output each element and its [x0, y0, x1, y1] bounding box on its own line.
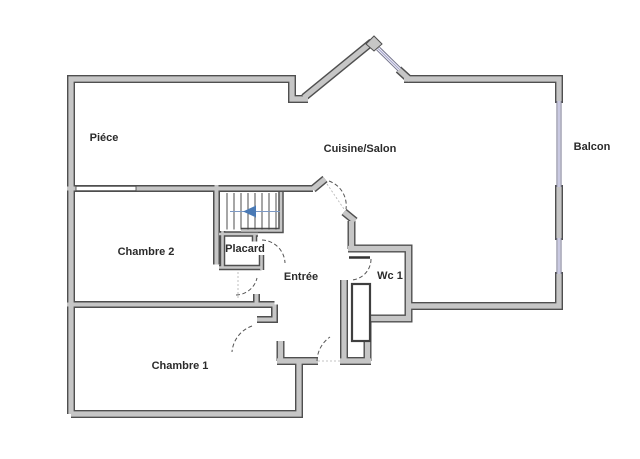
- room-label-cuisine-salon: Cuisine/Salon: [324, 143, 397, 155]
- room-label-placard: Placard: [225, 243, 265, 255]
- room-label-chambre-2: Chambre 2: [118, 246, 175, 258]
- door-arc-wc: [351, 258, 372, 281]
- room-labels: Piéce Cuisine/Salon Balcon Chambre 2 Pla…: [90, 132, 611, 372]
- room-label-entree: Entrée: [284, 271, 318, 283]
- staircase: [226, 193, 280, 230]
- windows: [376, 46, 562, 274]
- wall-slot: [75, 185, 137, 192]
- room-label-piece: Piéce: [90, 132, 119, 144]
- door-arc-chambre-2: [235, 277, 258, 296]
- door-swings: [231, 180, 372, 362]
- roof-peak-cap: [365, 35, 383, 52]
- walls-outline: [67, 38, 563, 418]
- room-label-chambre-1: Chambre 1: [152, 360, 209, 372]
- door-arc-entrance: [316, 336, 331, 362]
- stairs-direction-arrow-icon: [243, 205, 256, 218]
- room-label-wc-1: Wc 1: [377, 270, 403, 282]
- room-label-balcon: Balcon: [574, 141, 611, 153]
- door-arc-chambre-1: [231, 325, 253, 353]
- door-arc-cuisine: [328, 180, 347, 210]
- duct-shaft: [350, 282, 372, 343]
- window-roof-diagonal: [376, 46, 402, 72]
- door-arc-placard: [261, 239, 286, 264]
